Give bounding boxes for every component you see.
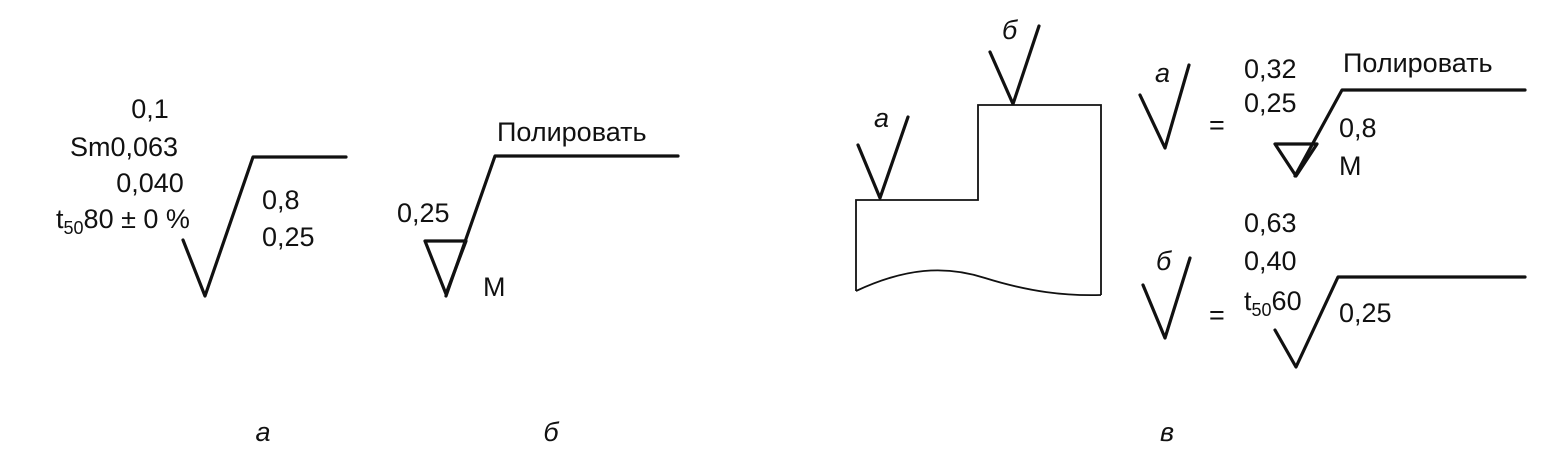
roughness-symbol-a — [181, 155, 348, 298]
surface-label-a: а — [874, 103, 889, 133]
figure-v-key-b: б = 0,63 0,40 t5060 0,25 в — [1141, 208, 1527, 447]
key-a-right: 0,8 — [1339, 113, 1377, 143]
fig-a-line3: 0,040 — [116, 168, 184, 198]
fig-a-line1: 0,1 — [131, 94, 169, 124]
key-b-mark — [1141, 256, 1192, 340]
fig-a-line4-symbol: t — [56, 204, 64, 234]
key-a-roughness-symbol — [1293, 88, 1527, 178]
figure-b: Полировать 0,25 М б — [397, 117, 680, 447]
part-break-line — [855, 269, 1102, 297]
key-b-subscript: 50 — [1252, 300, 1272, 320]
key-a-direction-triangle — [1273, 142, 1319, 178]
key-b-roughness-symbol — [1273, 275, 1527, 369]
fig-a-line4-value: 80 ± 0 % — [84, 204, 190, 234]
fig-a-right2: 0,25 — [262, 222, 315, 252]
fig-b-process: Полировать — [497, 117, 647, 147]
caption-b: б — [543, 417, 559, 447]
key-b-top2: 0,40 — [1244, 246, 1297, 276]
fig-a-right1: 0,8 — [262, 185, 300, 215]
key-a-equals: = — [1209, 110, 1225, 140]
key-a-label: а — [1155, 58, 1170, 88]
key-b-value: 60 — [1272, 286, 1302, 316]
surface-mark-a — [856, 115, 910, 200]
key-a-process: Полировать — [1343, 48, 1493, 78]
key-a-direction: М — [1339, 151, 1362, 181]
surface-mark-b — [988, 24, 1041, 106]
caption-a: а — [255, 417, 270, 447]
figure-a: 0,1 Sm0,063 0,040 t5080 ± 0 % 0,8 0,25 а — [56, 94, 348, 447]
key-b-equals: = — [1209, 300, 1225, 330]
key-a-top2: 0,25 — [1244, 88, 1297, 118]
key-b-top1: 0,63 — [1244, 208, 1297, 238]
surface-label-b: б — [1002, 15, 1018, 45]
fig-a-line2: Sm0,063 — [70, 132, 178, 162]
key-a-mark — [1138, 63, 1191, 150]
figure-v-key-a: а = 0,32 0,25 Полировать 0,8 М — [1138, 48, 1527, 181]
figure-v-part: а б — [855, 15, 1102, 297]
key-b-right: 0,25 — [1339, 298, 1392, 328]
fig-b-value: 0,25 — [397, 198, 450, 228]
caption-v: в — [1160, 417, 1174, 447]
key-b-label: б — [1156, 246, 1172, 276]
key-b-bottom: t5060 — [1244, 286, 1302, 320]
fig-a-line4: t5080 ± 0 % — [56, 204, 190, 238]
fig-b-direction: М — [483, 272, 506, 302]
key-b-symbol: t — [1244, 286, 1252, 316]
direction-triangle-b — [423, 239, 468, 296]
key-a-top1: 0,32 — [1244, 54, 1297, 84]
roughness-symbol-b — [444, 154, 680, 298]
fig-a-line4-subscript: 50 — [64, 218, 84, 238]
stepped-part-outline — [855, 104, 1102, 295]
